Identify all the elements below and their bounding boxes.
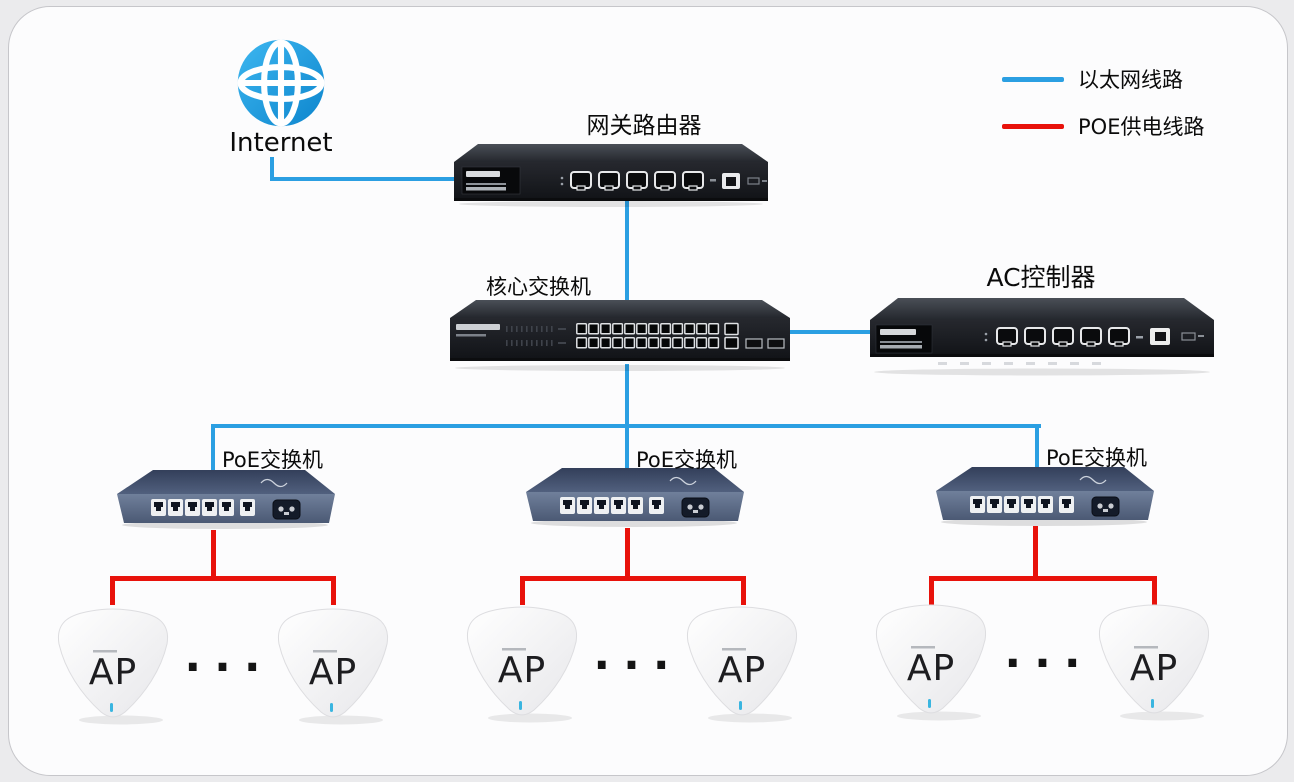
ethernet-line-internet-drop bbox=[270, 157, 274, 181]
ethernet-drop-poe3 bbox=[1035, 426, 1039, 470]
legend: 以太网线路 POE供电线路 bbox=[1002, 64, 1204, 141]
gateway-router-label: 网关路由器 bbox=[586, 113, 702, 139]
poe-switch2-label: PoE交换机 bbox=[636, 448, 738, 472]
ap-device-g1-2: AP bbox=[263, 604, 403, 726]
legend-row-poe: POE供电线路 bbox=[1002, 111, 1204, 141]
poe-switch3-label: PoE交换机 bbox=[1046, 446, 1148, 470]
poe-stub-group1-left bbox=[110, 578, 115, 605]
core-switch-label: 核心交换机 bbox=[486, 275, 591, 299]
ap-label: AP bbox=[717, 650, 767, 691]
ethernet-drop-poe1 bbox=[211, 426, 215, 470]
ethernet-line-sample bbox=[1002, 76, 1064, 82]
ap-label: AP bbox=[906, 648, 956, 689]
ap-label: AP bbox=[88, 652, 138, 693]
ap-label: AP bbox=[1129, 648, 1179, 689]
legend-label-poe: POE供电线路 bbox=[1078, 115, 1205, 139]
ap-device-g2-1: AP bbox=[452, 602, 592, 724]
poe-switch1-label: PoE交换机 bbox=[222, 448, 324, 472]
internet-globe-icon bbox=[237, 39, 325, 127]
ethernet-line-internet-router bbox=[270, 177, 462, 181]
poe-switch3-image bbox=[936, 467, 1154, 526]
ac-controller-image bbox=[870, 298, 1214, 376]
legend-row-ethernet: 以太网线路 bbox=[1002, 64, 1204, 94]
ap-device-icon bbox=[57, 608, 169, 725]
poe-stub-group2-left bbox=[520, 578, 525, 605]
gateway-router-image bbox=[454, 144, 768, 207]
legend-label-ethernet: 以太网线路 bbox=[1078, 68, 1183, 92]
ap-label: AP bbox=[308, 652, 358, 693]
ap-device-icon bbox=[686, 606, 798, 723]
ap-device-icon bbox=[466, 606, 578, 723]
poe-bar-group2 bbox=[520, 576, 746, 581]
diagram-card bbox=[8, 6, 1288, 776]
ethernet-drop-poe2 bbox=[625, 426, 629, 468]
more-aps-ellipsis-g1: ··· bbox=[184, 642, 274, 693]
poe-line-switch2-down bbox=[625, 528, 630, 580]
ap-device-icon bbox=[1098, 604, 1210, 721]
ethernet-line-coreswitch-bus bbox=[625, 364, 629, 428]
more-aps-ellipsis-g2: ··· bbox=[593, 640, 683, 691]
poe-line-switch1-down bbox=[211, 530, 216, 580]
ap-device-g1-1: AP bbox=[43, 604, 183, 726]
poe-bar-group1 bbox=[110, 576, 336, 581]
ethernet-line-router-coreswitch bbox=[625, 200, 629, 310]
ap-device-g3-1: AP bbox=[861, 600, 1001, 722]
ap-label: AP bbox=[497, 650, 547, 691]
poe-line-sample bbox=[1002, 123, 1064, 129]
poe-stub-group3-left bbox=[929, 578, 934, 605]
poe-stub-group1-right bbox=[331, 578, 336, 605]
internet-label: Internet bbox=[229, 128, 333, 158]
ethernet-line-coreswitch-accontroller bbox=[782, 330, 878, 334]
poe-line-switch3-down bbox=[1033, 526, 1038, 580]
poe-stub-group2-right bbox=[741, 578, 746, 605]
ap-device-g2-2: AP bbox=[672, 602, 812, 724]
ac-controller-label: AC控制器 bbox=[986, 263, 1096, 292]
core-switch-image bbox=[450, 300, 790, 371]
more-aps-ellipsis-g3: ··· bbox=[1004, 638, 1094, 689]
ap-device-icon bbox=[277, 608, 389, 725]
ap-device-icon bbox=[875, 604, 987, 721]
poe-switch2-image bbox=[526, 468, 744, 527]
poe-switch1-image bbox=[117, 470, 335, 529]
poe-stub-group3-right bbox=[1152, 578, 1157, 605]
poe-bar-group3 bbox=[929, 576, 1157, 581]
ap-device-g3-2: AP bbox=[1084, 600, 1224, 722]
